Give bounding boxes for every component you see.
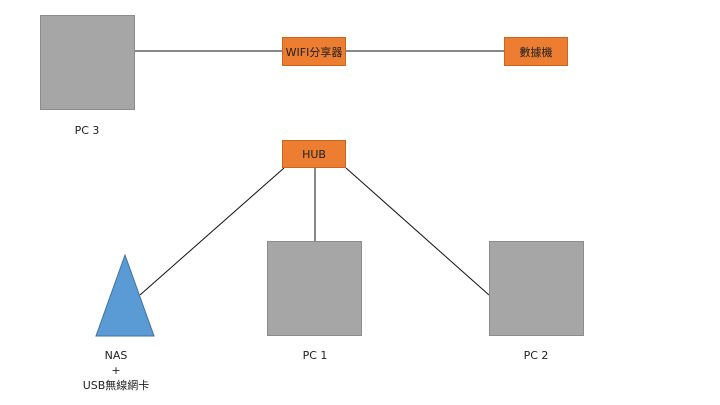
nas-usb-wifi-label: USB無線網卡	[82, 379, 150, 392]
nas-plus-label: +	[111, 364, 121, 377]
pc2-box	[489, 241, 584, 336]
pc3-label: PC 3	[74, 124, 100, 137]
pc2-label: PC 2	[523, 349, 549, 362]
pc1-label: PC 1	[302, 349, 328, 362]
link-hub-pc2	[345, 167, 490, 296]
pc1-box	[267, 241, 362, 336]
link-hub-nas	[139, 167, 285, 296]
nas-triangle	[95, 253, 155, 337]
pc3-box	[40, 15, 135, 110]
wifi-router-box: WIFI分享器	[282, 37, 346, 66]
modem-box: 數據機	[504, 37, 568, 66]
nas-label: NAS	[104, 349, 128, 362]
hub-box: HUB	[282, 140, 346, 168]
